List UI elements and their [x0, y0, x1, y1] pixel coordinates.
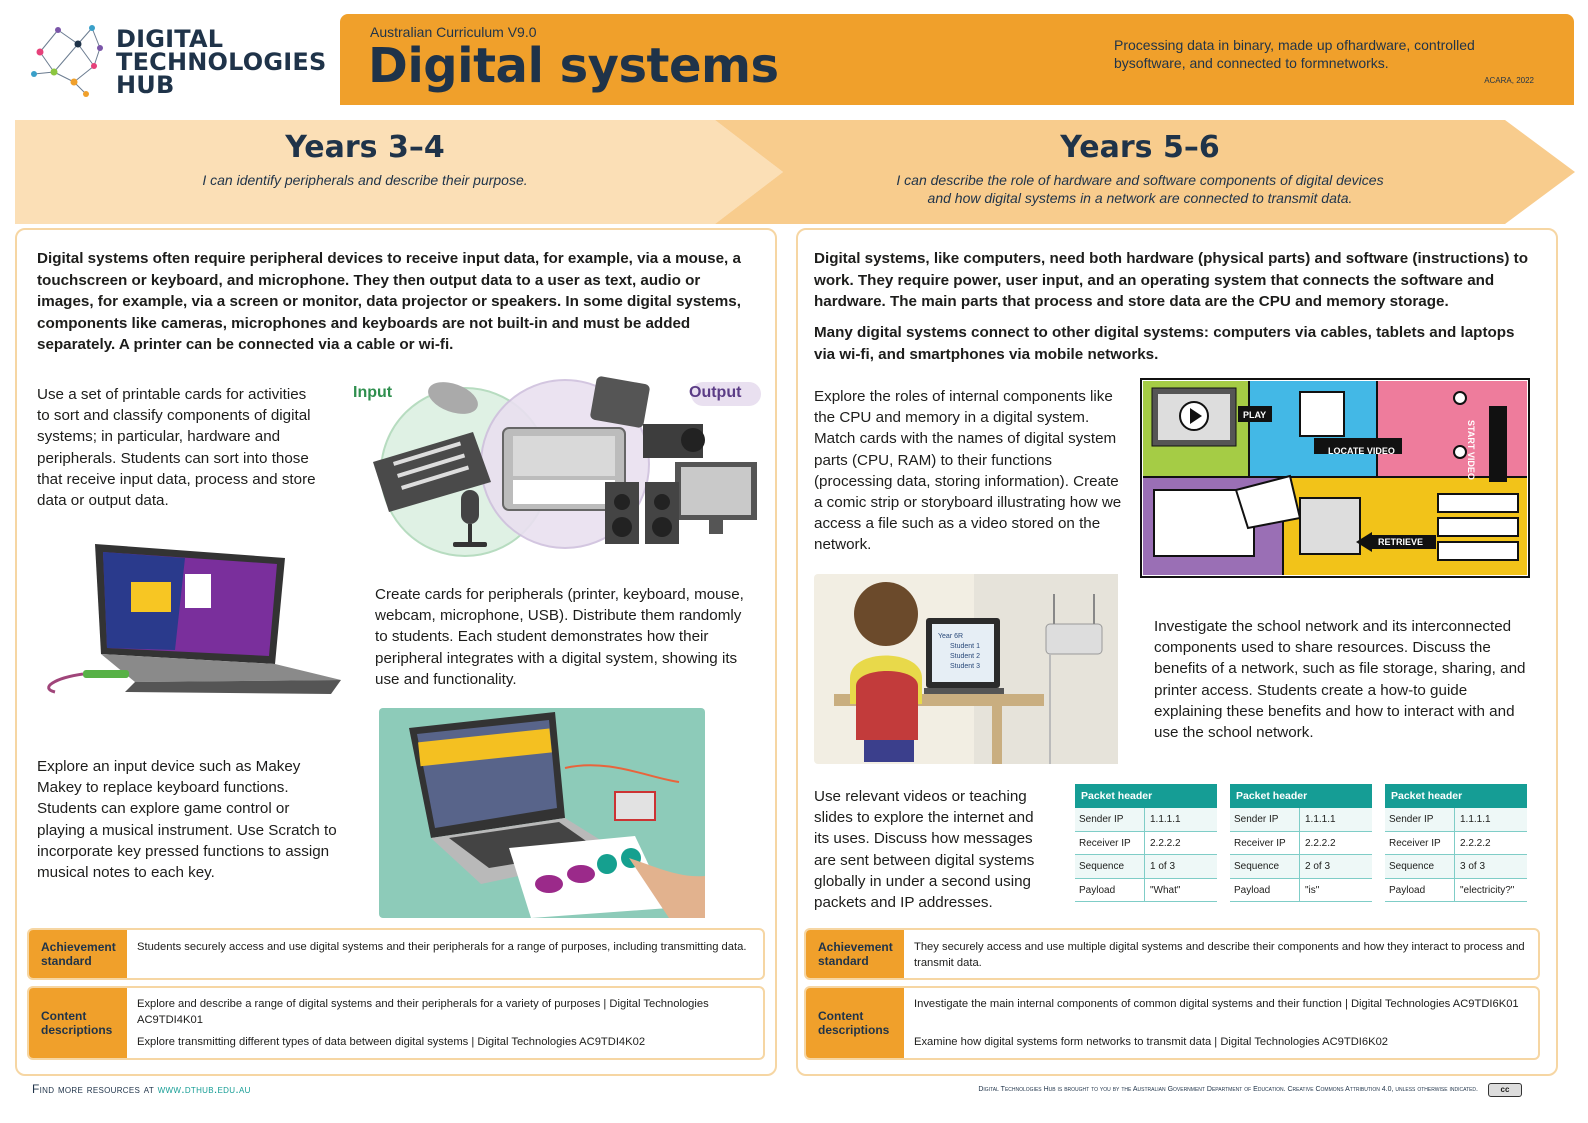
years-3-4-content-descriptions: Content descriptions Explore and describ… [27, 986, 765, 1060]
packet-row: Payload"electricity?" [1385, 878, 1527, 902]
packet-row: Payload"is" [1230, 878, 1372, 902]
content-description-1: Explore and describe a range of digital … [137, 998, 709, 1026]
years-5-6-statement: I can describe the role of hardware and … [896, 172, 1384, 206]
citation: ACARA, 2022 [1484, 76, 1534, 85]
logo-wordmark: DIGITAL TECHNOLOGIES HUB [116, 25, 327, 99]
years-3-4-activity-cards: Create cards for peripherals (printer, k… [375, 586, 744, 688]
creative-commons-icon: cc [1488, 1083, 1522, 1097]
achievement-text: They securely access and use multiple di… [914, 941, 1525, 969]
achievement-text: Students securely access and use digital… [137, 941, 747, 953]
packet-row: Payload"What" [1075, 878, 1217, 902]
years-5-6-activity-components: Explore the roles of internal components… [814, 388, 1122, 554]
achievement-label: Achievement standard [806, 930, 904, 978]
years-3-4-intro: Digital systems often require peripheral… [37, 250, 741, 353]
venn-input-label: Input [353, 384, 393, 401]
years-5-6-panel: Digital systems, like computers, need bo… [796, 228, 1558, 1076]
footer-credit: Digital Technologies Hub is brought to y… [978, 1086, 1478, 1093]
packet-header: Packet header [1075, 784, 1217, 808]
years-5-6-activity-network: Investigate the school network and its i… [1154, 618, 1526, 742]
comic-play-label: PLAY [1243, 410, 1267, 420]
years-3-4-heading: Years 3–4 [285, 130, 445, 165]
footer-resources: Find more resources at www.dthub.edu.au [32, 1082, 251, 1096]
years-5-6-heading: Years 5–6 [1060, 130, 1220, 165]
page-title: Digital systems [368, 38, 779, 94]
year-arrows [15, 120, 1575, 224]
years-3-4-arrow [15, 120, 783, 224]
achievement-label: Achievement standard [29, 930, 127, 978]
folder-item: Student 2 [950, 653, 980, 660]
packet-header: Packet header [1385, 784, 1527, 808]
comic-strip-illustration [1140, 378, 1530, 578]
years-5-6-intro-2: Many digital systems connect to other di… [814, 324, 1515, 363]
years-3-4-panel: Digital systems often require peripheral… [15, 228, 777, 1076]
content-description-1: Investigate the main internal components… [914, 998, 1519, 1010]
years-3-4-achievement-standard: Achievement standard Students securely a… [27, 928, 765, 980]
comic-locate-label: LOCATE VIDEO [1328, 446, 1395, 456]
footer-url-link[interactable]: www.dthub.edu.au [157, 1082, 251, 1096]
curriculum-label: Australian Curriculum V9.0 [370, 24, 537, 40]
content-label: Content descriptions [29, 988, 127, 1058]
years-5-6-content-descriptions: Content descriptions Investigate the mai… [804, 986, 1540, 1060]
comic-retrieve-label: RETRIEVE [1378, 537, 1424, 547]
years-5-6-activity-packets: Use relevant videos or teaching slides t… [814, 788, 1035, 912]
years-3-4-activity-sort: Use a set of printable cards for activit… [37, 386, 316, 510]
content-description-2: Examine how digital systems form network… [914, 1036, 1389, 1048]
network-logo-icon [31, 25, 103, 97]
input-output-venn-illustration [373, 376, 761, 557]
content-label: Content descriptions [806, 988, 904, 1058]
folder-window: Year 6R Student 1 Student 2 Student 3 [938, 632, 980, 672]
years-3-4-activity-makey: Explore an input device such as Makey Ma… [37, 758, 337, 882]
years-3-4-statement: I can identify peripherals and describe … [202, 172, 528, 188]
packet-header: Packet header [1230, 784, 1372, 808]
folder-item: Student 3 [950, 663, 980, 670]
years-5-6-intro-1: Digital systems, like computers, need bo… [814, 250, 1528, 310]
footer-find-more: Find more resources at [32, 1082, 155, 1096]
laptop-usb-illustration [47, 544, 341, 694]
makey-makey-illustration [379, 708, 705, 918]
topic-description: Processing data in binary, made up ofhar… [1114, 37, 1475, 71]
years-5-6-achievement-standard: Achievement standard They securely acces… [804, 928, 1540, 980]
content-description-2: Explore transmitting different types of … [137, 1036, 646, 1048]
years-5-6-arrow [715, 120, 1575, 224]
logo: DIGITAL TECHNOLOGIES HUB [30, 22, 326, 102]
title-banner: Australian Curriculum V9.0 Digital syste… [340, 14, 1574, 105]
venn-output-label: Output [689, 384, 742, 401]
folder-title: Year 6R [938, 633, 964, 640]
student-network-illustration [814, 574, 1118, 764]
folder-item: Student 1 [950, 643, 980, 650]
comic-start-label: START VIDEO [1466, 420, 1476, 480]
